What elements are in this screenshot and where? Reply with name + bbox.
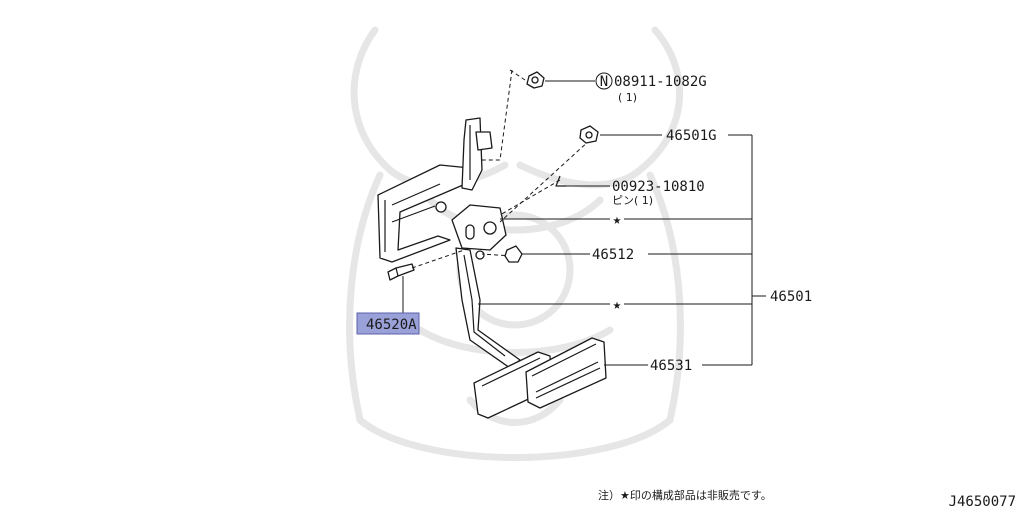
bolt-part-number[interactable]: 46520A: [366, 317, 417, 333]
pin-part-number: 00923-10810: [612, 179, 705, 195]
bolt-callout[interactable]: 46520A: [356, 312, 420, 335]
watermark-emblem: [346, 26, 684, 461]
pad-part-number: 46531: [650, 358, 692, 374]
star-marker-lower: ★: [613, 297, 622, 313]
bushing-part-number: 46501G: [666, 128, 717, 144]
nut-code-label: N: [600, 74, 608, 90]
pin-callout: 00923-10810 ピン( 1): [612, 179, 705, 207]
nut-quantity: ( 1): [618, 91, 637, 104]
assembly-part-number: 46501: [770, 289, 812, 305]
star-marker-upper: ★: [613, 212, 622, 228]
circle-n-icon: [595, 72, 613, 90]
stopper-part-number: 46512: [592, 247, 634, 263]
diagram-id: J4650077: [949, 494, 1016, 510]
highlight-box[interactable]: [356, 312, 420, 335]
pin-quantity: ピン( 1): [612, 194, 653, 207]
nut-callout: N 08911-1082G ( 1): [595, 72, 707, 104]
brake-pedal-drawing: [377, 69, 607, 419]
footer-note: 注）★印の構成部品は非販売です。: [598, 488, 772, 502]
leader-lines: [402, 80, 766, 366]
nut-part-number: 08911-1082G: [614, 74, 707, 90]
